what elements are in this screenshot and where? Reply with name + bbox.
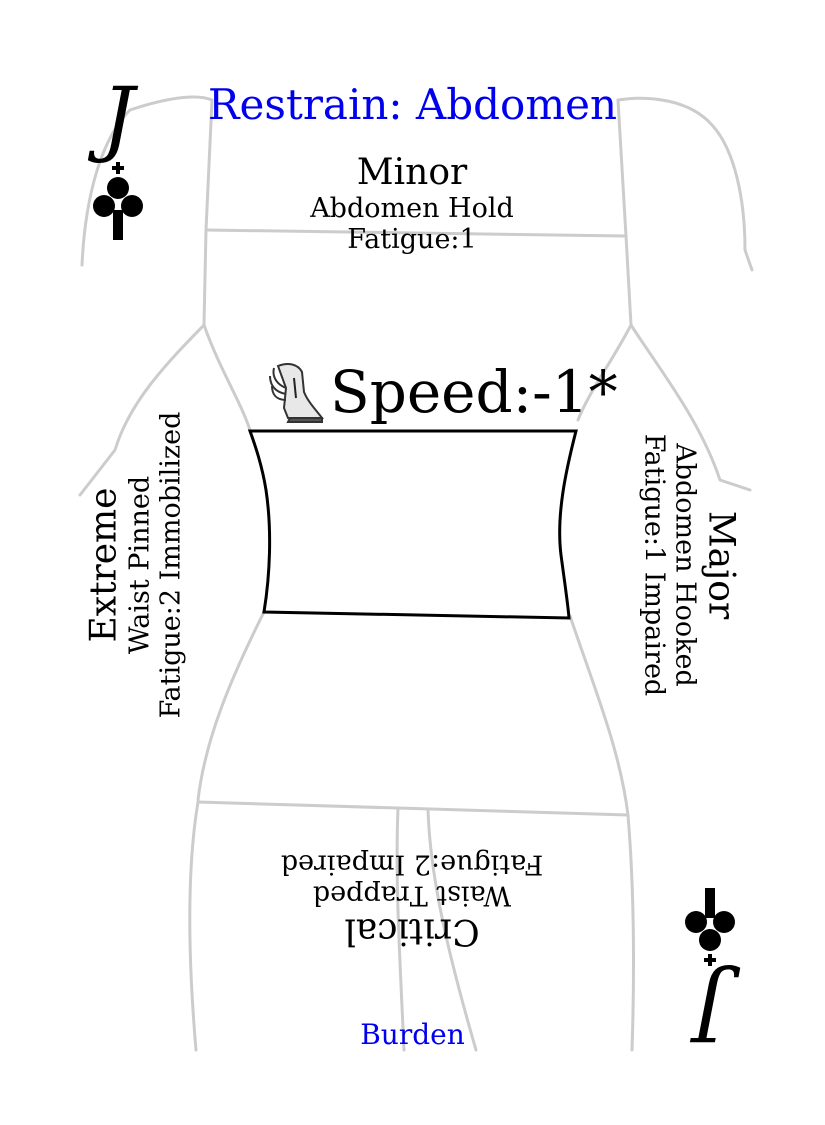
- major-effect: Abdomen Hooked: [669, 443, 701, 687]
- critical-severity: Critical: [344, 910, 480, 952]
- critical-outcome: Critical Waist Trapped Fatigue:2 Impaire…: [212, 848, 612, 951]
- minor-cost: Fatigue:1: [347, 224, 477, 256]
- card-title: Restrain: Abdomen: [207, 80, 618, 129]
- minor-severity: Minor: [356, 152, 468, 193]
- critical-cost: Fatigue:2 Impaired: [280, 848, 544, 880]
- minor-outcome: Minor Abdomen Hold Fatigue:1: [212, 152, 612, 255]
- corner-top-left: J: [88, 78, 148, 250]
- speed-label: Speed:-1*: [330, 358, 618, 426]
- club-icon: [685, 888, 735, 966]
- major-cost: Fatigue:1 Impaired: [638, 433, 670, 697]
- critical-effect: Waist Trapped: [312, 879, 512, 911]
- extreme-outcome: Extreme Waist Pinned Fatigue:2 Immobiliz…: [83, 385, 186, 745]
- extreme-cost: Fatigue:2 Immobilized: [155, 411, 187, 719]
- minor-effect: Abdomen Hold: [310, 193, 514, 225]
- speed-modifier: Speed:-1*: [268, 352, 618, 432]
- winged-boot-icon: [269, 363, 325, 423]
- abdomen-target-zone: [247, 429, 578, 620]
- major-severity: Major: [700, 510, 742, 620]
- corner-bottom-right: J: [680, 878, 740, 1057]
- rank-label: J: [101, 71, 135, 166]
- major-outcome: Major Abdomen Hooked Fatigue:1 Impaired: [638, 385, 741, 745]
- burden-label: Burden: [360, 1018, 465, 1051]
- extreme-effect: Waist Pinned: [124, 475, 156, 655]
- club-icon: [93, 162, 143, 240]
- extreme-severity: Extreme: [83, 487, 125, 643]
